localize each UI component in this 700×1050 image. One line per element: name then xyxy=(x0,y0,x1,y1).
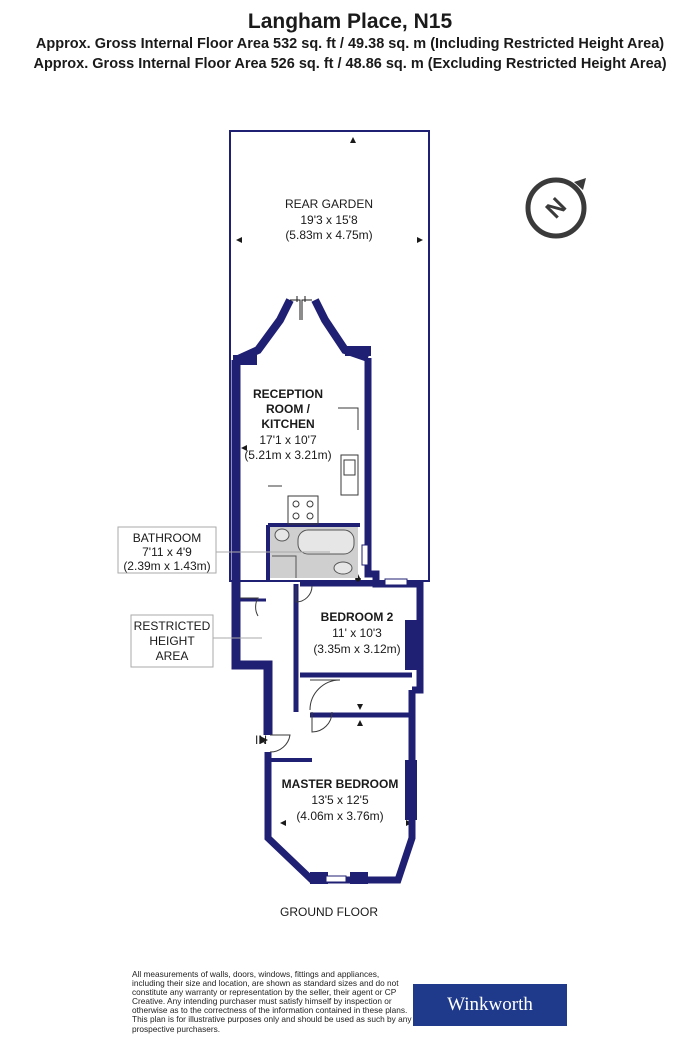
floor-label: GROUND FLOOR xyxy=(280,905,378,919)
leader-lines xyxy=(117,526,330,668)
room-labels: REAR GARDEN 19'3 x 15'8 (5.83m x 4.75m) … xyxy=(123,197,400,919)
garden-imperial: 19'3 x 15'8 xyxy=(300,213,358,227)
bedroom2-name: BEDROOM 2 xyxy=(321,610,394,624)
garden-boundary xyxy=(229,130,430,582)
wall-accents xyxy=(233,346,421,884)
winkworth-logo: Winkworth xyxy=(413,984,567,1026)
doors xyxy=(240,585,341,753)
kitchen-fittings xyxy=(268,407,359,525)
garden-name: REAR GARDEN xyxy=(285,197,373,211)
reception-metric: (5.21m x 3.21m) xyxy=(244,448,331,462)
reception-name-1: RECEPTION xyxy=(253,387,323,401)
area-excluding: Approx. Gross Internal Floor Area 526 sq… xyxy=(33,56,667,72)
master-name: MASTER BEDROOM xyxy=(282,777,399,791)
reception-name-3: KITCHEN xyxy=(261,417,314,431)
master-metric: (4.06m x 3.76m) xyxy=(296,809,383,823)
bedroom2-metric: (3.35m x 3.12m) xyxy=(313,642,400,656)
bathroom-name: BATHROOM xyxy=(133,531,201,545)
entrance-arrow-icon xyxy=(260,736,268,744)
garden-doors xyxy=(290,296,312,320)
bedroom2-imperial: 11' x 10'3 xyxy=(332,626,382,640)
restricted-line-3: AREA xyxy=(156,649,189,663)
page-title: Langham Place, N15 xyxy=(247,10,453,33)
bathroom-metric: (2.39m x 1.43m) xyxy=(123,559,210,573)
restricted-line-1: RESTRICTED xyxy=(134,619,211,633)
restricted-line-2: HEIGHT xyxy=(149,634,195,648)
disclaimer: All measurements of walls, doors, window… xyxy=(132,969,412,1034)
garden-metric: (5.83m x 4.75m) xyxy=(285,228,372,242)
compass-icon: N xyxy=(525,177,587,239)
windows xyxy=(325,544,408,883)
master-imperial: 13'5 x 12'5 xyxy=(311,793,369,807)
bathroom-imperial: 7'11 x 4'9 xyxy=(142,545,192,559)
reception-imperial: 17'1 x 10'7 xyxy=(259,433,317,447)
reception-name-2: ROOM / xyxy=(266,402,311,416)
area-including: Approx. Gross Internal Floor Area 532 sq… xyxy=(35,36,665,52)
